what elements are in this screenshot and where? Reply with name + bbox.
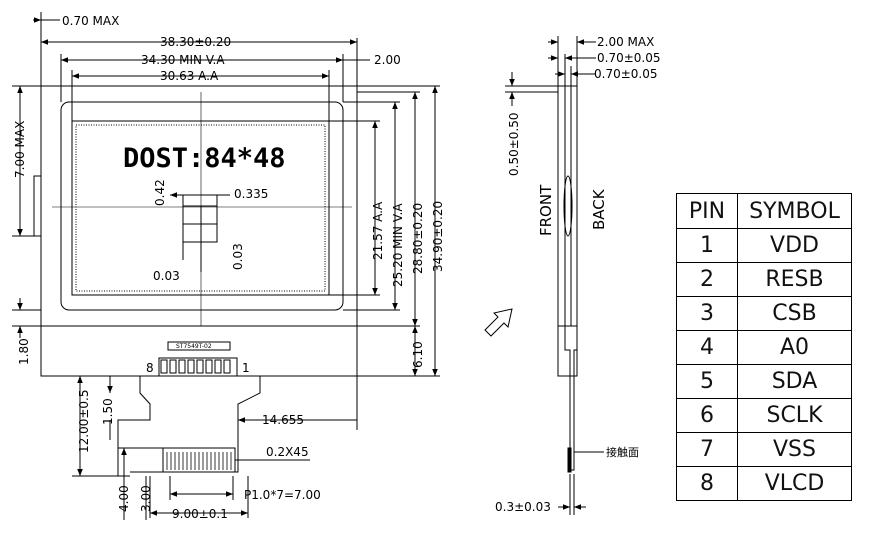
pin-symbol: VLCD <box>737 466 852 501</box>
display-sample-text: DOST:84*48 <box>123 143 286 174</box>
dim-fpc-length: 12.00±0.5 <box>77 390 91 454</box>
pin-number: 6 <box>676 398 738 433</box>
fpc-tail <box>117 376 261 477</box>
dim-fpc-offset: 14.655 <box>262 413 304 427</box>
dim-dot-pitch: 0.335 <box>234 187 268 201</box>
pin-symbol: SDA <box>737 364 852 399</box>
dim-thick-max: 0.70 MAX <box>62 14 119 28</box>
dim-fpc-step: 1.50 <box>101 398 115 425</box>
pin-number: 1 <box>676 228 738 263</box>
dim-fpc-thickness: 0.3±0.03 <box>495 500 551 514</box>
pin-first-label: 8 <box>146 361 154 375</box>
side-fpc <box>564 326 578 471</box>
side-glass <box>557 85 578 377</box>
pin-symbol: A0 <box>737 330 852 365</box>
dim-side-thick-total: 2.00 MAX <box>597 35 654 49</box>
dim-width-va: 34.30 MIN V.A <box>141 53 225 67</box>
pin-symbol: VSS <box>737 432 852 467</box>
pin-number: 2 <box>676 262 738 297</box>
view-direction-arrow-icon <box>484 308 513 337</box>
label-contact-face: 接触面 <box>606 445 639 459</box>
glass-outline <box>40 85 358 377</box>
dim-bottom-ledge: 1.80 <box>17 338 31 365</box>
header-pin: PIN <box>676 193 738 229</box>
label-front: FRONT <box>537 184 555 236</box>
viewing-area <box>60 101 344 311</box>
pin-symbol: VDD <box>737 228 852 263</box>
side-view <box>505 36 604 515</box>
dim-pitch: P1.0*7=7.00 <box>244 488 321 502</box>
dim-height-aa: 21.57 A.A <box>371 201 385 260</box>
dim-dot-size: 0.42 <box>153 179 167 206</box>
dim-height-total: 34.90±0.20 <box>431 201 445 272</box>
header-symbol: SYMBOL <box>737 193 852 229</box>
dim-fpc-width: 9.00±0.1 <box>172 507 228 521</box>
dim-width-total: 38.30±0.20 <box>160 35 231 49</box>
dim-dot-gap-v: 0.03 <box>231 243 245 270</box>
pin-last-label: 1 <box>242 361 250 375</box>
dim-side-layer2: 0.70±0.05 <box>594 67 658 81</box>
dim-height-inner: 28.80±0.20 <box>411 203 425 274</box>
dim-contact-len2: 3.00 <box>139 485 153 512</box>
dim-contact-len: 4.00 <box>117 485 131 512</box>
label-back: BACK <box>590 188 608 230</box>
dim-left-height-max: 7.00 MAX <box>13 121 27 178</box>
dim-side-layer1: 0.70±0.05 <box>597 51 661 65</box>
dim-dot-gap-h: 0.03 <box>153 269 180 283</box>
pin-symbol: RESB <box>737 262 852 297</box>
dim-right-margin: 2.00 <box>374 53 401 67</box>
pin-number: 8 <box>676 466 738 501</box>
dim-side-offset: 0.50±0.50 <box>507 113 521 177</box>
front-view <box>12 12 440 520</box>
dim-height-va: 25.20 MIN V.A <box>391 203 405 287</box>
pin-number: 7 <box>676 432 738 467</box>
pin-number: 5 <box>676 364 738 399</box>
fpc-label: ST7549T-02 <box>176 343 212 350</box>
pin-symbol: SCLK <box>737 398 852 433</box>
pin-number: 4 <box>676 330 738 365</box>
dim-ledge-height: 6.10 <box>411 341 425 368</box>
pin-number: 3 <box>676 296 738 331</box>
fpc-pins-top <box>160 359 231 374</box>
pin-table-header: PIN SYMBOL <box>676 193 852 229</box>
dim-width-aa: 30.63 A.A <box>160 69 219 83</box>
active-area <box>71 120 330 296</box>
pin-symbol: CSB <box>737 296 852 331</box>
dim-chamfer: 0.2X45 <box>266 445 309 459</box>
